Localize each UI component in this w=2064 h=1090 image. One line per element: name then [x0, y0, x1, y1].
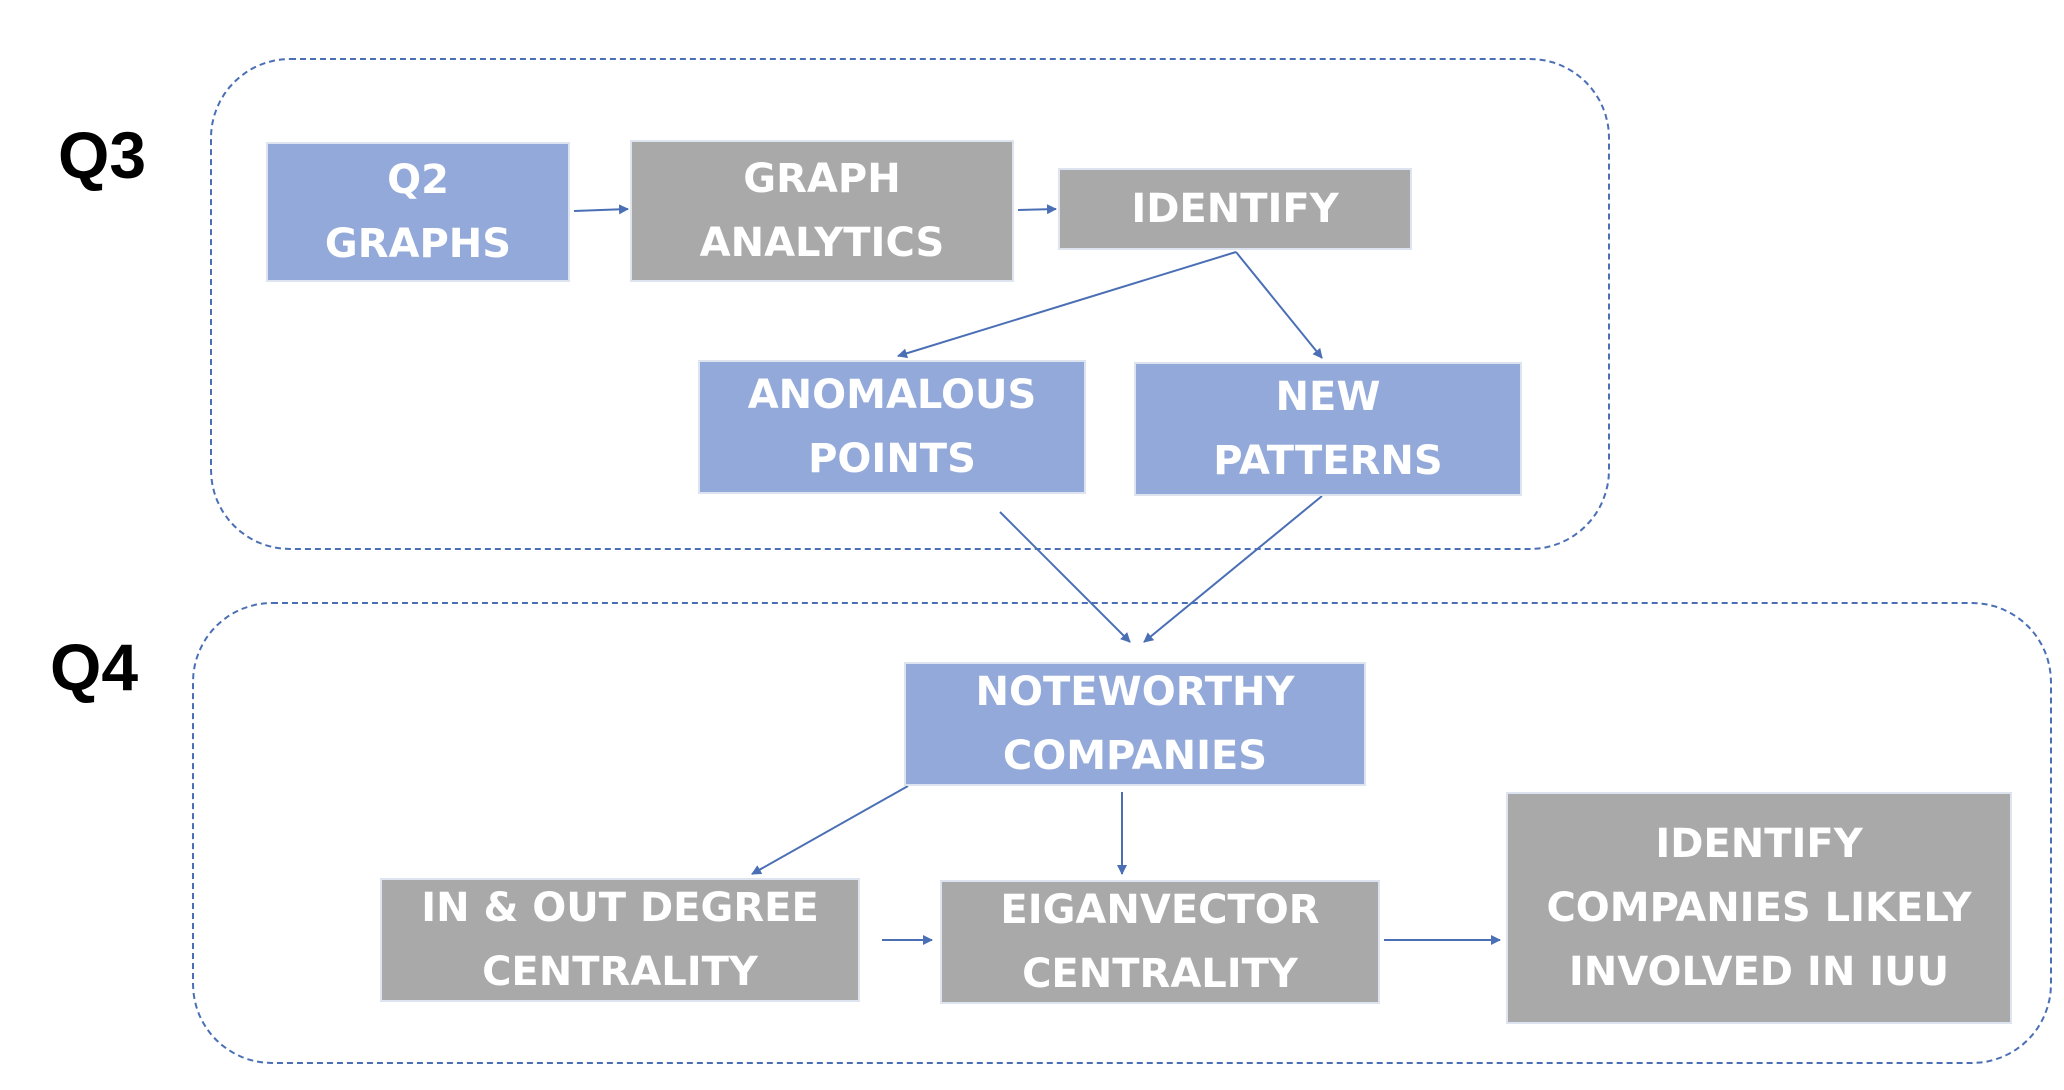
node-line: COMPANIES LIKELY: [1546, 885, 1972, 931]
node-line: CENTRALITY: [482, 949, 758, 995]
node-line: Q2: [387, 157, 449, 203]
node-line: GRAPH: [743, 156, 901, 202]
node-line: EIGANVECTOR: [1000, 887, 1320, 933]
node-line: PATTERNS: [1213, 438, 1443, 484]
q4-group: [192, 602, 2052, 1064]
identify-iuu-companies-box: IDENTIFY COMPANIES LIKELY INVOLVED IN IU…: [1506, 792, 2012, 1024]
arrow-q2-graphs-to-graph-analytics: [573, 204, 629, 215]
node-line: INVOLVED IN IUU: [1568, 949, 1950, 995]
node-line: NOTEWORTHY: [975, 669, 1295, 715]
new-patterns-box: NEW PATTERNS: [1134, 362, 1522, 496]
node-line: NEW: [1275, 374, 1381, 420]
node-line: ANALYTICS: [699, 220, 945, 266]
q4-label: Q4: [50, 630, 139, 704]
node-line: ANOMALOUS: [747, 372, 1037, 418]
node-line: POINTS: [808, 436, 976, 482]
node-line: IN & OUT DEGREE: [421, 885, 819, 931]
q3-group: [210, 58, 1610, 550]
node-line: IDENTIFY: [1131, 186, 1339, 232]
eiganvector-centrality-box: EIGANVECTOR CENTRALITY: [940, 880, 1380, 1004]
arrow-identify-to-new-patterns: [1235, 251, 1323, 359]
node-line: CENTRALITY: [1022, 951, 1298, 997]
arrow-new-patterns-to-noteworthy-companies: [1143, 495, 1323, 643]
noteworthy-companies-box: NOTEWORTHY COMPANIES: [904, 662, 1366, 786]
node-line: GRAPHS: [324, 221, 512, 267]
arrow-graph-analytics-to-identify: [1017, 204, 1057, 215]
anomalous-points-box: ANOMALOUS POINTS: [698, 360, 1086, 494]
node-line: IDENTIFY: [1655, 821, 1863, 867]
arrow-identify-to-anomalous-points: [897, 251, 1237, 359]
in-out-degree-centrality-box: IN & OUT DEGREE CENTRALITY: [380, 878, 860, 1002]
q2-graphs-box: Q2 GRAPHS: [266, 142, 570, 282]
arrow-noteworthy-companies-to-in-out-degree-centrality: [751, 785, 909, 875]
arrow-anomalous-points-to-noteworthy-companies: [999, 511, 1131, 643]
node-line: COMPANIES: [1002, 733, 1268, 779]
graph-analytics-box: GRAPH ANALYTICS: [630, 140, 1014, 282]
identify-box: IDENTIFY: [1058, 168, 1412, 250]
q3-label: Q3: [58, 118, 147, 192]
